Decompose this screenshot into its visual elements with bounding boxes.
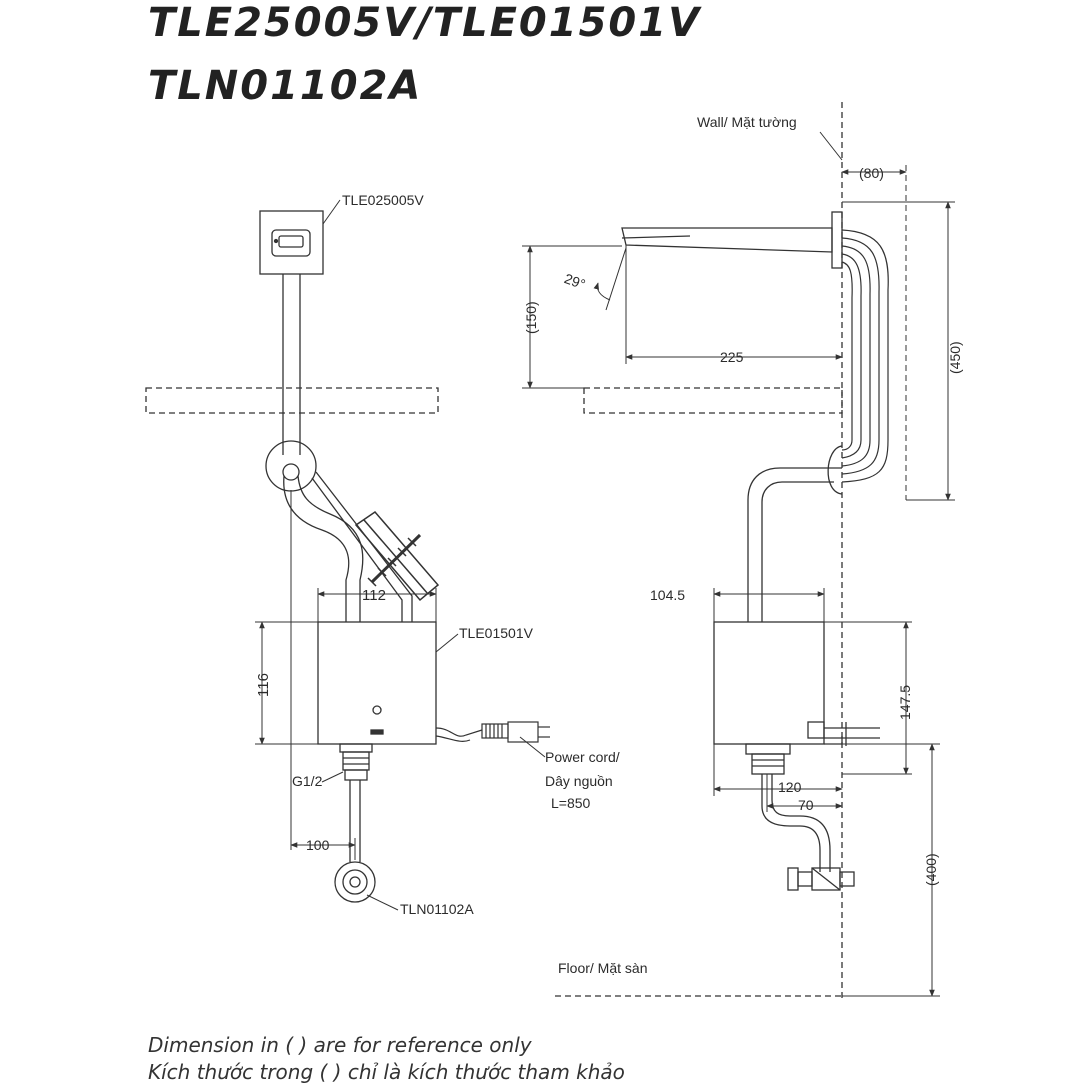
dim-116: 116 (255, 673, 272, 697)
label-valve-model: TLN01102A (400, 901, 474, 917)
dim-80: (80) (859, 165, 884, 181)
label-wall: Wall/ Mặt tường (697, 114, 797, 130)
dim-225: 225 (720, 349, 744, 365)
front-dimensions (255, 199, 546, 911)
dim-120: 120 (778, 779, 802, 795)
label-floor: Floor/ Mặt sàn (558, 960, 647, 976)
footnote-vietnamese: Kích thước trong ( ) chỉ là kích thước t… (148, 1060, 625, 1084)
counter-outline-front (145, 387, 439, 414)
label-sensor-model: TLE025005V (342, 192, 424, 208)
label-thread: G1/2 (292, 773, 323, 789)
side-dimensions (522, 131, 955, 997)
hose-behind-wall (841, 229, 889, 483)
label-power-cord-1: Power cord/ (545, 749, 620, 765)
label-power-cord-2: Dây nguồn (545, 773, 613, 789)
dim-450: (450) (947, 341, 963, 374)
control-box-front (317, 621, 437, 745)
cable-bundle (354, 511, 440, 602)
title-line-2: TLN01102A (148, 63, 423, 109)
dim-112: 112 (362, 587, 386, 604)
sensor-plate (259, 210, 324, 275)
label-power-cord-3: L=850 (551, 795, 591, 811)
stop-valve-front (334, 861, 376, 903)
dim-150: (150) (523, 301, 539, 334)
title-line-1: TLE25005V/TLE01501V (148, 0, 702, 46)
dim-400: (400) (923, 853, 939, 886)
label-box-model: TLE01501V (459, 625, 534, 641)
power-cord (435, 721, 550, 743)
counter-outline-side (583, 387, 843, 414)
footnote-english: Dimension in ( ) are for reference only (148, 1033, 532, 1057)
side-view (555, 102, 889, 1000)
label-angle: 29° (562, 270, 587, 292)
dim-70: 70 (798, 797, 814, 813)
dim-147-5: 147.5 (897, 685, 913, 720)
stop-valve-side (787, 867, 855, 891)
dim-100: 100 (306, 837, 330, 853)
front-view (145, 210, 550, 903)
faucet-spout (621, 211, 843, 269)
dim-104-5: 104.5 (650, 587, 685, 603)
escutcheon (265, 440, 317, 492)
